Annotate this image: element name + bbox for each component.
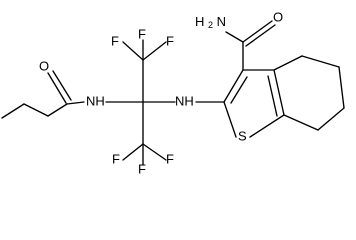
sulfur-label: S <box>238 128 247 143</box>
carbonyl-double-bond-1 <box>47 72 67 104</box>
thiophene-c2-c3-bond <box>223 69 244 103</box>
cyclohexene-bond-5 <box>283 114 319 131</box>
bond-group <box>1 20 345 166</box>
left-nh-label: NH <box>86 93 105 108</box>
thiophene-c7a-s-bond <box>249 114 285 138</box>
amine-subscript-2-label: 2 <box>208 20 213 30</box>
ethyl-bond-2 <box>23 103 49 117</box>
carboxamide-c-o-double-1 <box>242 20 273 43</box>
fluorine-label-3: F <box>138 26 146 41</box>
fluorine-label-5: F <box>166 151 174 166</box>
amide-n-bond-left <box>66 101 85 105</box>
cyclohexene-bond-2 <box>301 55 340 68</box>
fluorine-label-2: F <box>166 33 174 48</box>
fluorine-label-1: F <box>111 33 119 48</box>
atom-labels: O NH NH S O F F F F F F H 2 N <box>39 9 283 176</box>
thiophene-c3a-c7a-double <box>267 75 278 117</box>
upper-cf-bond-left <box>122 41 144 61</box>
lower-cf-bond-left <box>122 143 144 161</box>
amine-h-label: H <box>195 14 204 29</box>
fluorine-label-4: F <box>112 151 120 166</box>
thiophene-c2-c3-double <box>230 76 248 104</box>
carboxamide-c-to-nh2-bond <box>225 31 244 43</box>
chemical-structure-figure: O NH NH S O F F F F F F H 2 N <box>1 9 345 177</box>
lower-cf-bond-right <box>142 143 167 161</box>
molecule-drawing: O NH NH S O F F F F F F H 2 N <box>1 9 345 176</box>
thiophene-s-c2-bond <box>223 101 237 138</box>
carbonyl-double-bond-2 <box>52 70 72 101</box>
right-nh-label: NH <box>175 93 194 108</box>
carboxamide-oxygen-label: O <box>273 9 283 24</box>
amine-n-label: N <box>217 14 226 29</box>
acyl-bond <box>47 103 68 117</box>
carboxamide-c-o-double-2 <box>245 24 276 47</box>
amine-nh2-label: H 2 N <box>195 14 226 32</box>
upper-cf-bond-right <box>142 41 167 61</box>
cyclohexene-bond-3 <box>338 66 345 109</box>
ethyl-bond-1 <box>1 103 25 119</box>
propionyl-oxygen-label: O <box>39 58 49 73</box>
thiophene-c3a-c7a-bond <box>273 69 285 116</box>
fluorine-label-6: F <box>138 161 146 176</box>
cyclohexene-bond-1 <box>273 55 303 71</box>
cyclohexene-bond-4 <box>317 107 345 131</box>
